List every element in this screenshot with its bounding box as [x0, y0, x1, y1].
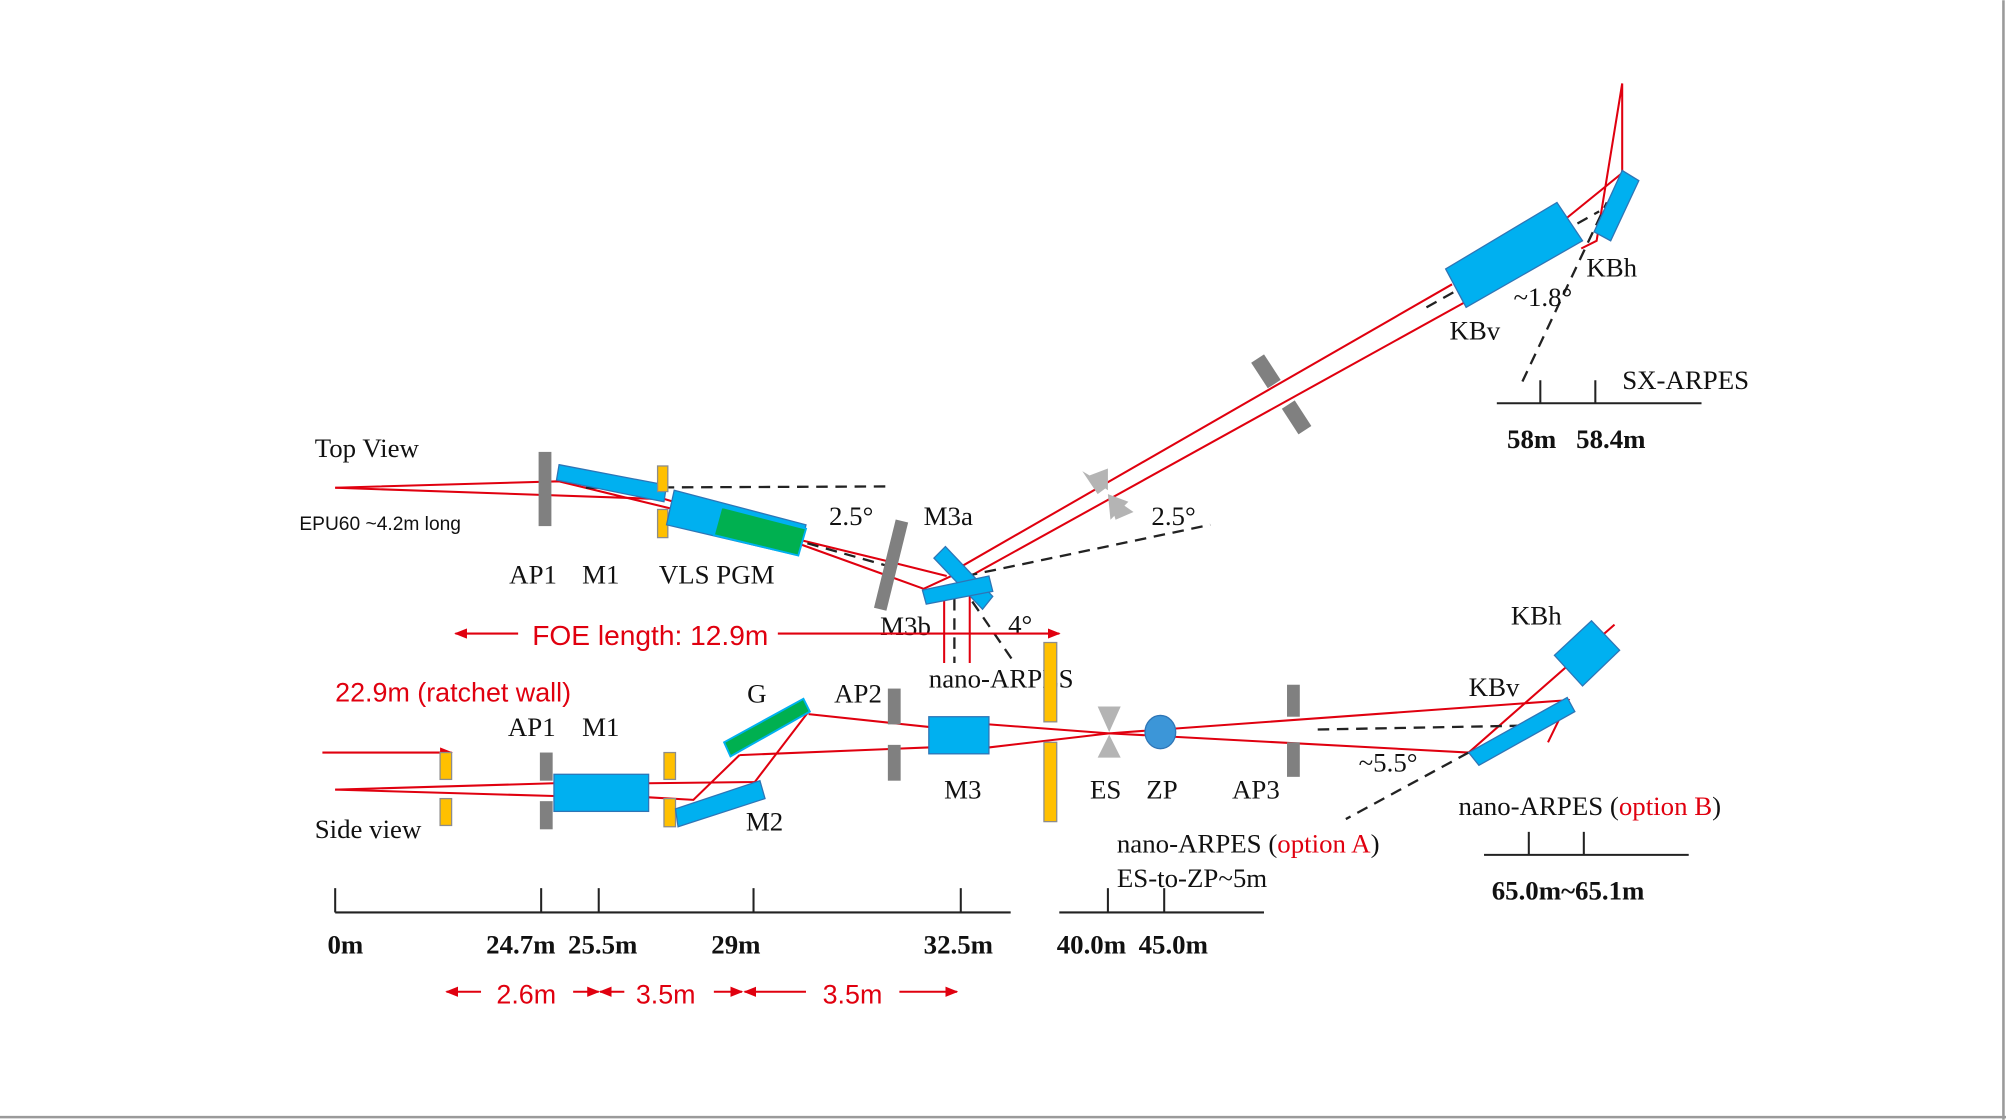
- foe-length-label: FOE length: 12.9m: [532, 620, 768, 651]
- kb-angle-label: ~1.8°: [1513, 282, 1572, 312]
- top-reference-line: [585, 485, 890, 489]
- m1-side-mirror: [553, 773, 650, 813]
- top-view-title: Top View: [315, 433, 420, 463]
- kbv-top-label: KBv: [1449, 315, 1500, 345]
- es-label: ES: [1090, 775, 1121, 805]
- option-b-label: nano-ARPES (option B): [1458, 791, 1721, 821]
- m1-side-label: M1: [582, 712, 619, 742]
- es-side-blade-upper: [1097, 706, 1121, 733]
- m3-angle-label: 4°: [1008, 610, 1032, 640]
- main-scale-label: 24.7m: [486, 929, 555, 959]
- kbv-side-label: KBv: [1469, 672, 1520, 702]
- side-beam-5: [808, 713, 929, 728]
- ap1-side-aperture-upper: [539, 752, 553, 781]
- main-scale-label: 29m: [711, 929, 760, 959]
- ratchet-slit-lower: [439, 797, 453, 827]
- nano-reference-diagonal: [971, 600, 1016, 664]
- kbv-top-mirror: [1444, 201, 1584, 309]
- distance-label: 3.5m: [636, 979, 696, 1009]
- side-slit-upper: [663, 751, 677, 781]
- ap3-side-aperture-upper: [1287, 684, 1300, 717]
- side-beam-1: [335, 782, 554, 791]
- m3b-mirror: [921, 575, 994, 605]
- kbv-side-mirror: [1467, 696, 1576, 767]
- side-slit-lower: [663, 797, 677, 828]
- slit-top-upper: [656, 465, 669, 493]
- m1-top-label: M1: [582, 560, 619, 590]
- grating-g: [722, 697, 812, 758]
- m3a-label: M3a: [924, 501, 973, 531]
- exit-slit-lower: [1043, 741, 1058, 823]
- es-top-blade-3: [1087, 468, 1108, 491]
- ap2-top-aperture: [873, 519, 909, 611]
- main-scale-label: 25.5m: [568, 929, 637, 959]
- distance-label: 2.6m: [496, 979, 556, 1009]
- ap3-side-aperture-lower: [1287, 742, 1300, 777]
- side-kb-reference-line: [1317, 724, 1523, 731]
- g-label: G: [747, 679, 766, 709]
- side-view-title: Side view: [315, 814, 422, 844]
- m3b-label: M3b: [880, 611, 931, 641]
- exit-slit-upper: [1043, 641, 1058, 723]
- ap2-side-aperture-upper: [887, 688, 901, 725]
- vls-pgm-label: VLS PGM: [659, 560, 775, 590]
- sx-scale-tick-label: 58.4m: [1576, 424, 1645, 454]
- top-beam-branch-1: [948, 283, 1453, 575]
- es-to-zp-label: ES-to-ZP~5m: [1117, 863, 1267, 893]
- m3-side-label: M3: [944, 775, 981, 805]
- ap3-top-aperture-upper: [1251, 354, 1281, 389]
- m1-top-mirror: [555, 463, 668, 503]
- ap3-side-label: AP3: [1232, 775, 1280, 805]
- kbh-side-mirror: [1553, 619, 1621, 687]
- source-label: EPU60 ~4.2m long: [299, 514, 461, 535]
- distance-label: 3.5m: [823, 979, 883, 1009]
- zp-label: ZP: [1146, 775, 1177, 805]
- m3-side-mirror: [928, 716, 990, 755]
- branch-reference-line: [965, 523, 1211, 578]
- side-kb-angle-label: ~5.5°: [1359, 748, 1418, 778]
- kb-reference-line: [1521, 201, 1608, 383]
- es-scale-label: 40.0m: [1057, 929, 1126, 959]
- ap1-side-aperture-lower: [539, 801, 553, 830]
- m2-label: M2: [746, 807, 783, 837]
- es-side-blade-lower: [1097, 734, 1121, 758]
- ap2-side-label: AP2: [834, 679, 882, 709]
- side-beam-2: [335, 788, 554, 798]
- m2-mirror: [674, 779, 766, 828]
- sx-arpes-label: SX-ARPES: [1622, 365, 1749, 395]
- ap1-side-label: AP1: [508, 712, 556, 742]
- top-beam-kb: [1553, 83, 1624, 250]
- ratchet-wall-label: 22.9m (ratchet wall): [335, 677, 571, 707]
- pgm-angle-label: 2.5°: [829, 501, 873, 531]
- kbh-top-label: KBh: [1586, 253, 1637, 283]
- top-beam-lower-b: [799, 543, 958, 590]
- option-a-label: nano-ARPES (option A): [1117, 828, 1380, 858]
- ap1-top-aperture: [538, 451, 552, 527]
- foe-length-annotation: FOE length: 12.9m: [454, 620, 1061, 651]
- branch-angle-label: 2.5°: [1151, 501, 1195, 531]
- side-view: 22.9m (ratchet wall) Side view: [315, 601, 1721, 1010]
- sx-scale-tick-label: 58m: [1507, 424, 1556, 454]
- kbh-side-label: KBh: [1511, 601, 1562, 631]
- zone-plate: [1144, 714, 1177, 750]
- option-b-scale-label: 65.0m~65.1m: [1492, 876, 1645, 906]
- ap3-top-aperture-lower: [1281, 400, 1312, 435]
- option-a-reference-line: [1345, 751, 1470, 821]
- ap2-side-aperture-lower: [887, 744, 901, 781]
- es-scale-label: 45.0m: [1139, 929, 1208, 959]
- vls-pgm-grating: [712, 505, 808, 557]
- main-scale-label: 0m: [328, 929, 364, 959]
- top-view: Top View EPU60 ~4.2m long: [299, 83, 1749, 693]
- top-beam-branch-2: [965, 301, 1466, 580]
- main-scale-label: 32.5m: [924, 929, 993, 959]
- kbh-top-mirror: [1593, 169, 1640, 242]
- ap1-top-label: AP1: [509, 560, 557, 590]
- es-top-blade-4: [1107, 494, 1129, 520]
- ratchet-slit-upper: [439, 751, 453, 781]
